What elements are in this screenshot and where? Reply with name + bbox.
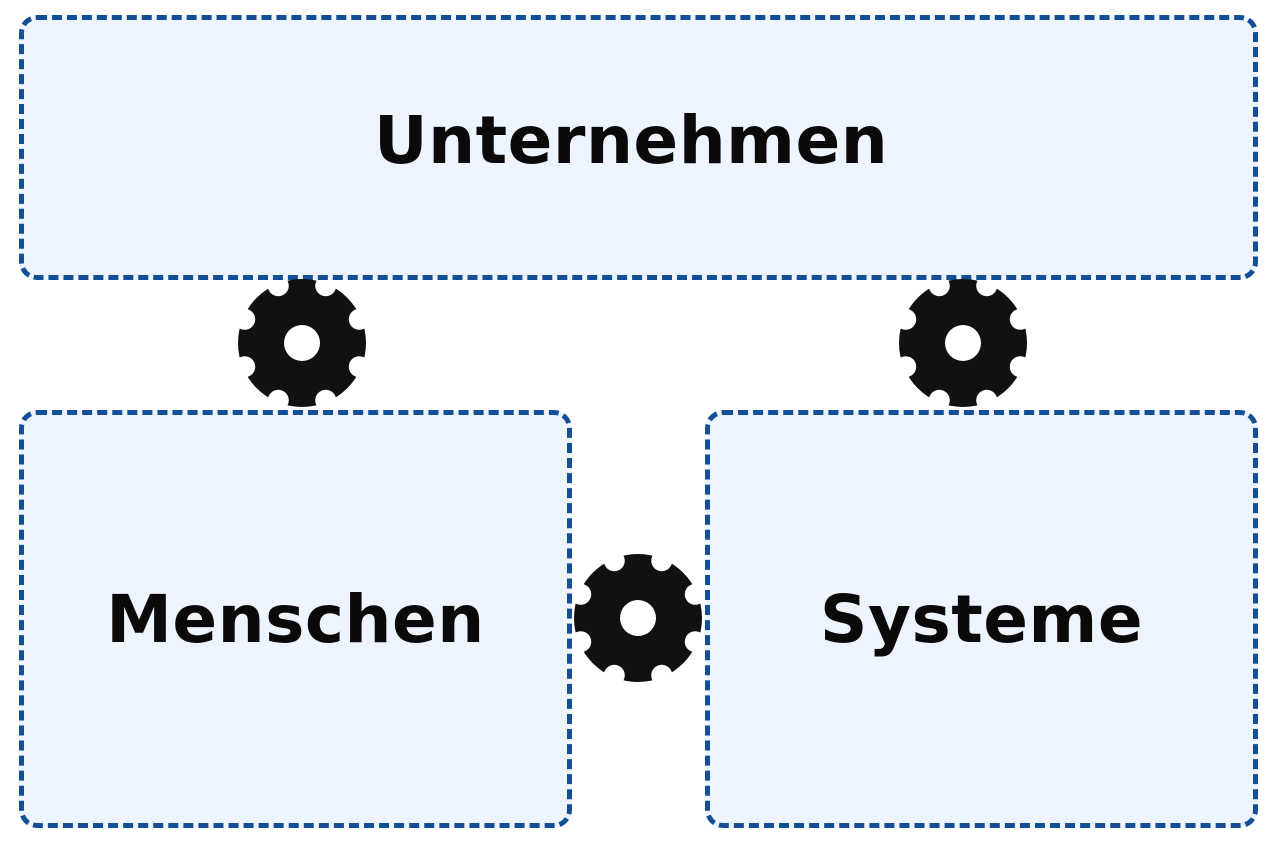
unternehmen-box: Unternehmen <box>19 15 1258 280</box>
systeme-label: Systeme <box>819 580 1144 658</box>
menschen-box: Menschen <box>19 410 572 828</box>
systeme-box: Systeme <box>705 410 1258 828</box>
unternehmen-label: Unternehmen <box>374 102 889 179</box>
menschen-label: Menschen <box>106 580 485 658</box>
gear-icon <box>238 279 366 407</box>
gear-icon <box>574 554 702 682</box>
gear-icon <box>899 279 1027 407</box>
